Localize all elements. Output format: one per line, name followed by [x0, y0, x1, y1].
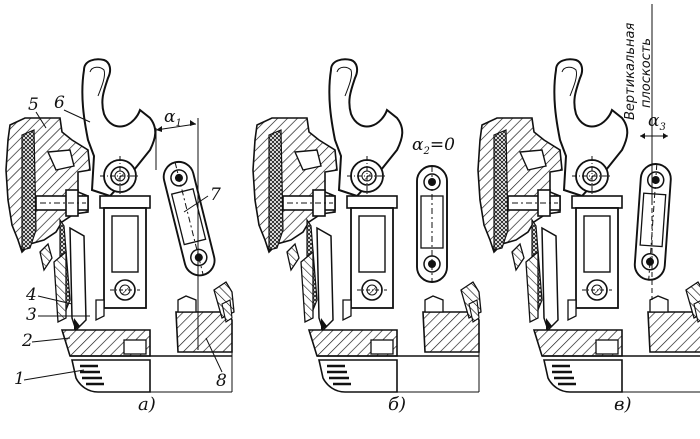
vertical-plane-label-2: плоскость — [639, 38, 654, 108]
link-7-c — [632, 162, 673, 282]
part-label-3: 3 — [26, 305, 37, 325]
part-label-1: 1 — [14, 369, 25, 389]
link-7-a — [159, 157, 219, 280]
panel-a: α1 5 6 7 4 3 2 1 8 а) — [4, 58, 236, 415]
angle-label-a: α1 — [164, 107, 182, 129]
part-label-8: 8 — [216, 371, 227, 391]
part-label-7: 7 — [210, 185, 221, 205]
panel-c: Вертикальная плоскость α3 в) — [476, 4, 700, 415]
panel-b: α2=0 б) — [251, 58, 483, 415]
vertical-plane-label-1: Вертикальная — [623, 23, 638, 120]
part-label-5: 5 — [28, 95, 39, 115]
angle-label-c: α3 — [648, 111, 666, 133]
angle-label-b: α2=0 — [412, 135, 455, 157]
part-label-2: 2 — [21, 331, 33, 351]
part-label-4: 4 — [25, 285, 37, 305]
part-label-6: 6 — [54, 93, 65, 113]
caption-a: а) — [138, 394, 156, 415]
link-7-b — [416, 165, 448, 283]
caption-c: в) — [614, 394, 632, 415]
caption-b: б) — [388, 394, 406, 415]
